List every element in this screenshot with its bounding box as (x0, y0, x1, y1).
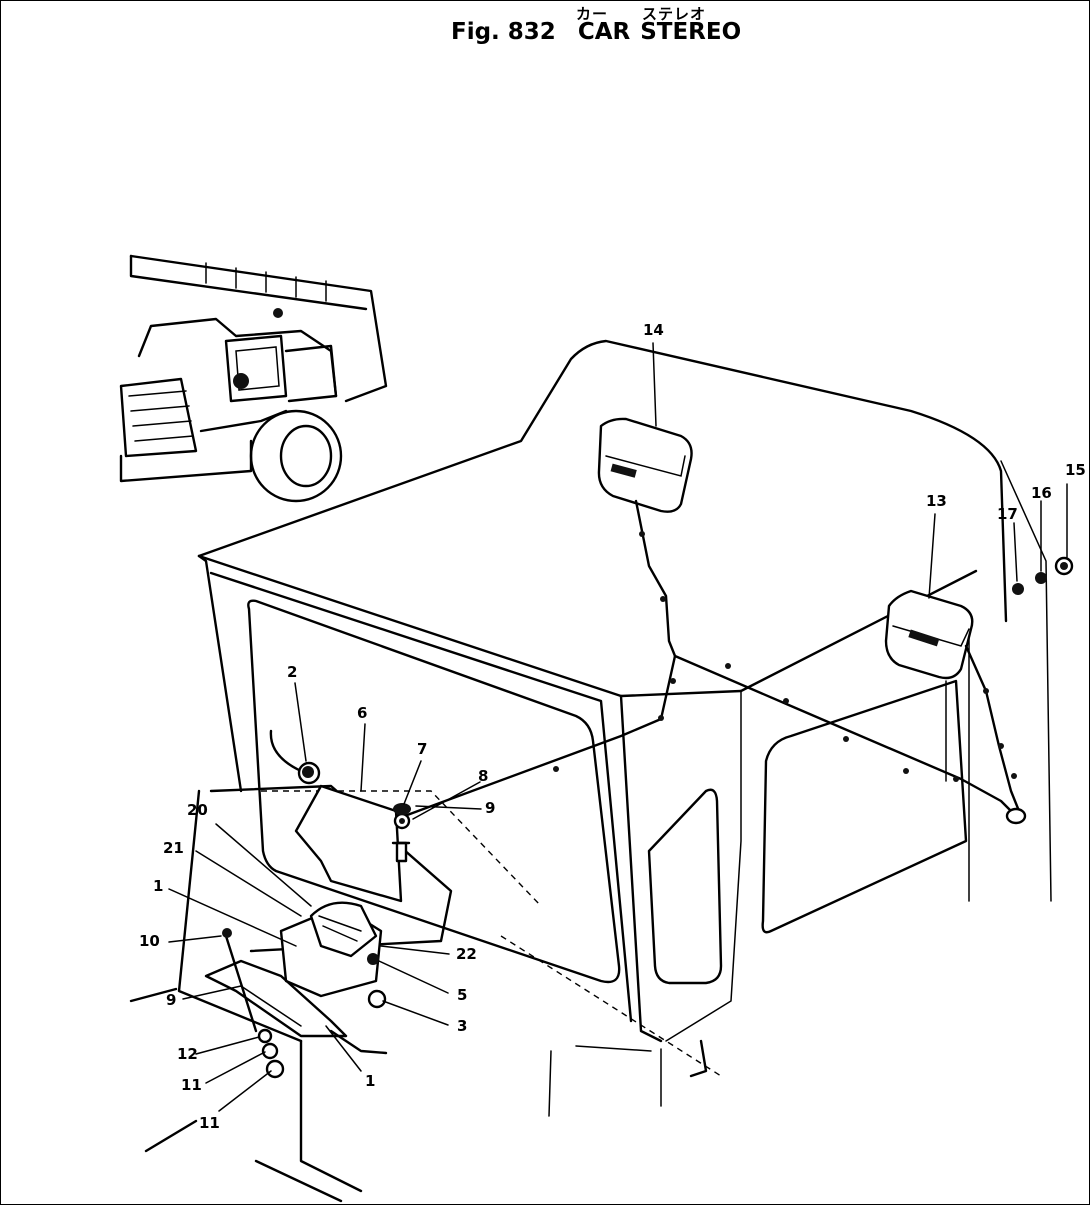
callout-22: 22 (456, 945, 477, 963)
figure-title: Fig. 832 CAR STEREO (451, 19, 763, 45)
figure-number: Fig. 832 (451, 19, 556, 45)
callout-9: 9 (166, 991, 176, 1009)
callout-4: 5 (457, 986, 467, 1004)
truck-inset-illustration (119, 254, 388, 503)
callout-10: 10 (139, 932, 160, 950)
callout-11: 11 (199, 1114, 220, 1132)
callout-14: 13 (926, 492, 947, 510)
katakana-stereo: ステレオ (642, 5, 707, 23)
callout-8: 9 (485, 799, 495, 817)
callout-leader-lines (168, 342, 1068, 1112)
callout-17: 16 (1031, 484, 1052, 502)
callout-18: 17 (997, 505, 1018, 523)
callout-3: 3 (457, 1017, 467, 1035)
title-katakana: カー ステレオ (576, 3, 706, 24)
callout-1-lower: 1 (365, 1072, 375, 1090)
fasteners-16-17-18 (257, 556, 1074, 1079)
callout-21: 21 (163, 839, 184, 857)
katakana-car: カー (576, 5, 609, 23)
speaker-14 (884, 589, 974, 680)
callout-7: 8 (478, 767, 488, 785)
title-word-car: CAR (577, 19, 631, 45)
callout-1-upper: 1 (153, 877, 163, 895)
speaker-15 (597, 417, 693, 513)
callout-13: 12 (177, 1045, 198, 1063)
wiring-harness (269, 499, 1027, 825)
callout-16: 15 (1065, 461, 1086, 479)
callout-numbers: 14 13 15 16 17 2 6 7 8 9 20 21 1 10 22 9… (139, 321, 1086, 1132)
callout-5: 6 (357, 704, 367, 722)
title-word-stereo: STEREO (640, 19, 742, 45)
callout-12: 11 (181, 1076, 202, 1094)
callout-6: 7 (417, 740, 427, 758)
callout-15: 14 (643, 321, 664, 339)
stereo-unit-assembly (204, 761, 411, 1055)
callout-20: 20 (187, 801, 208, 819)
callout-2: 2 (287, 663, 297, 681)
cab-body-outline (129, 339, 1052, 1203)
